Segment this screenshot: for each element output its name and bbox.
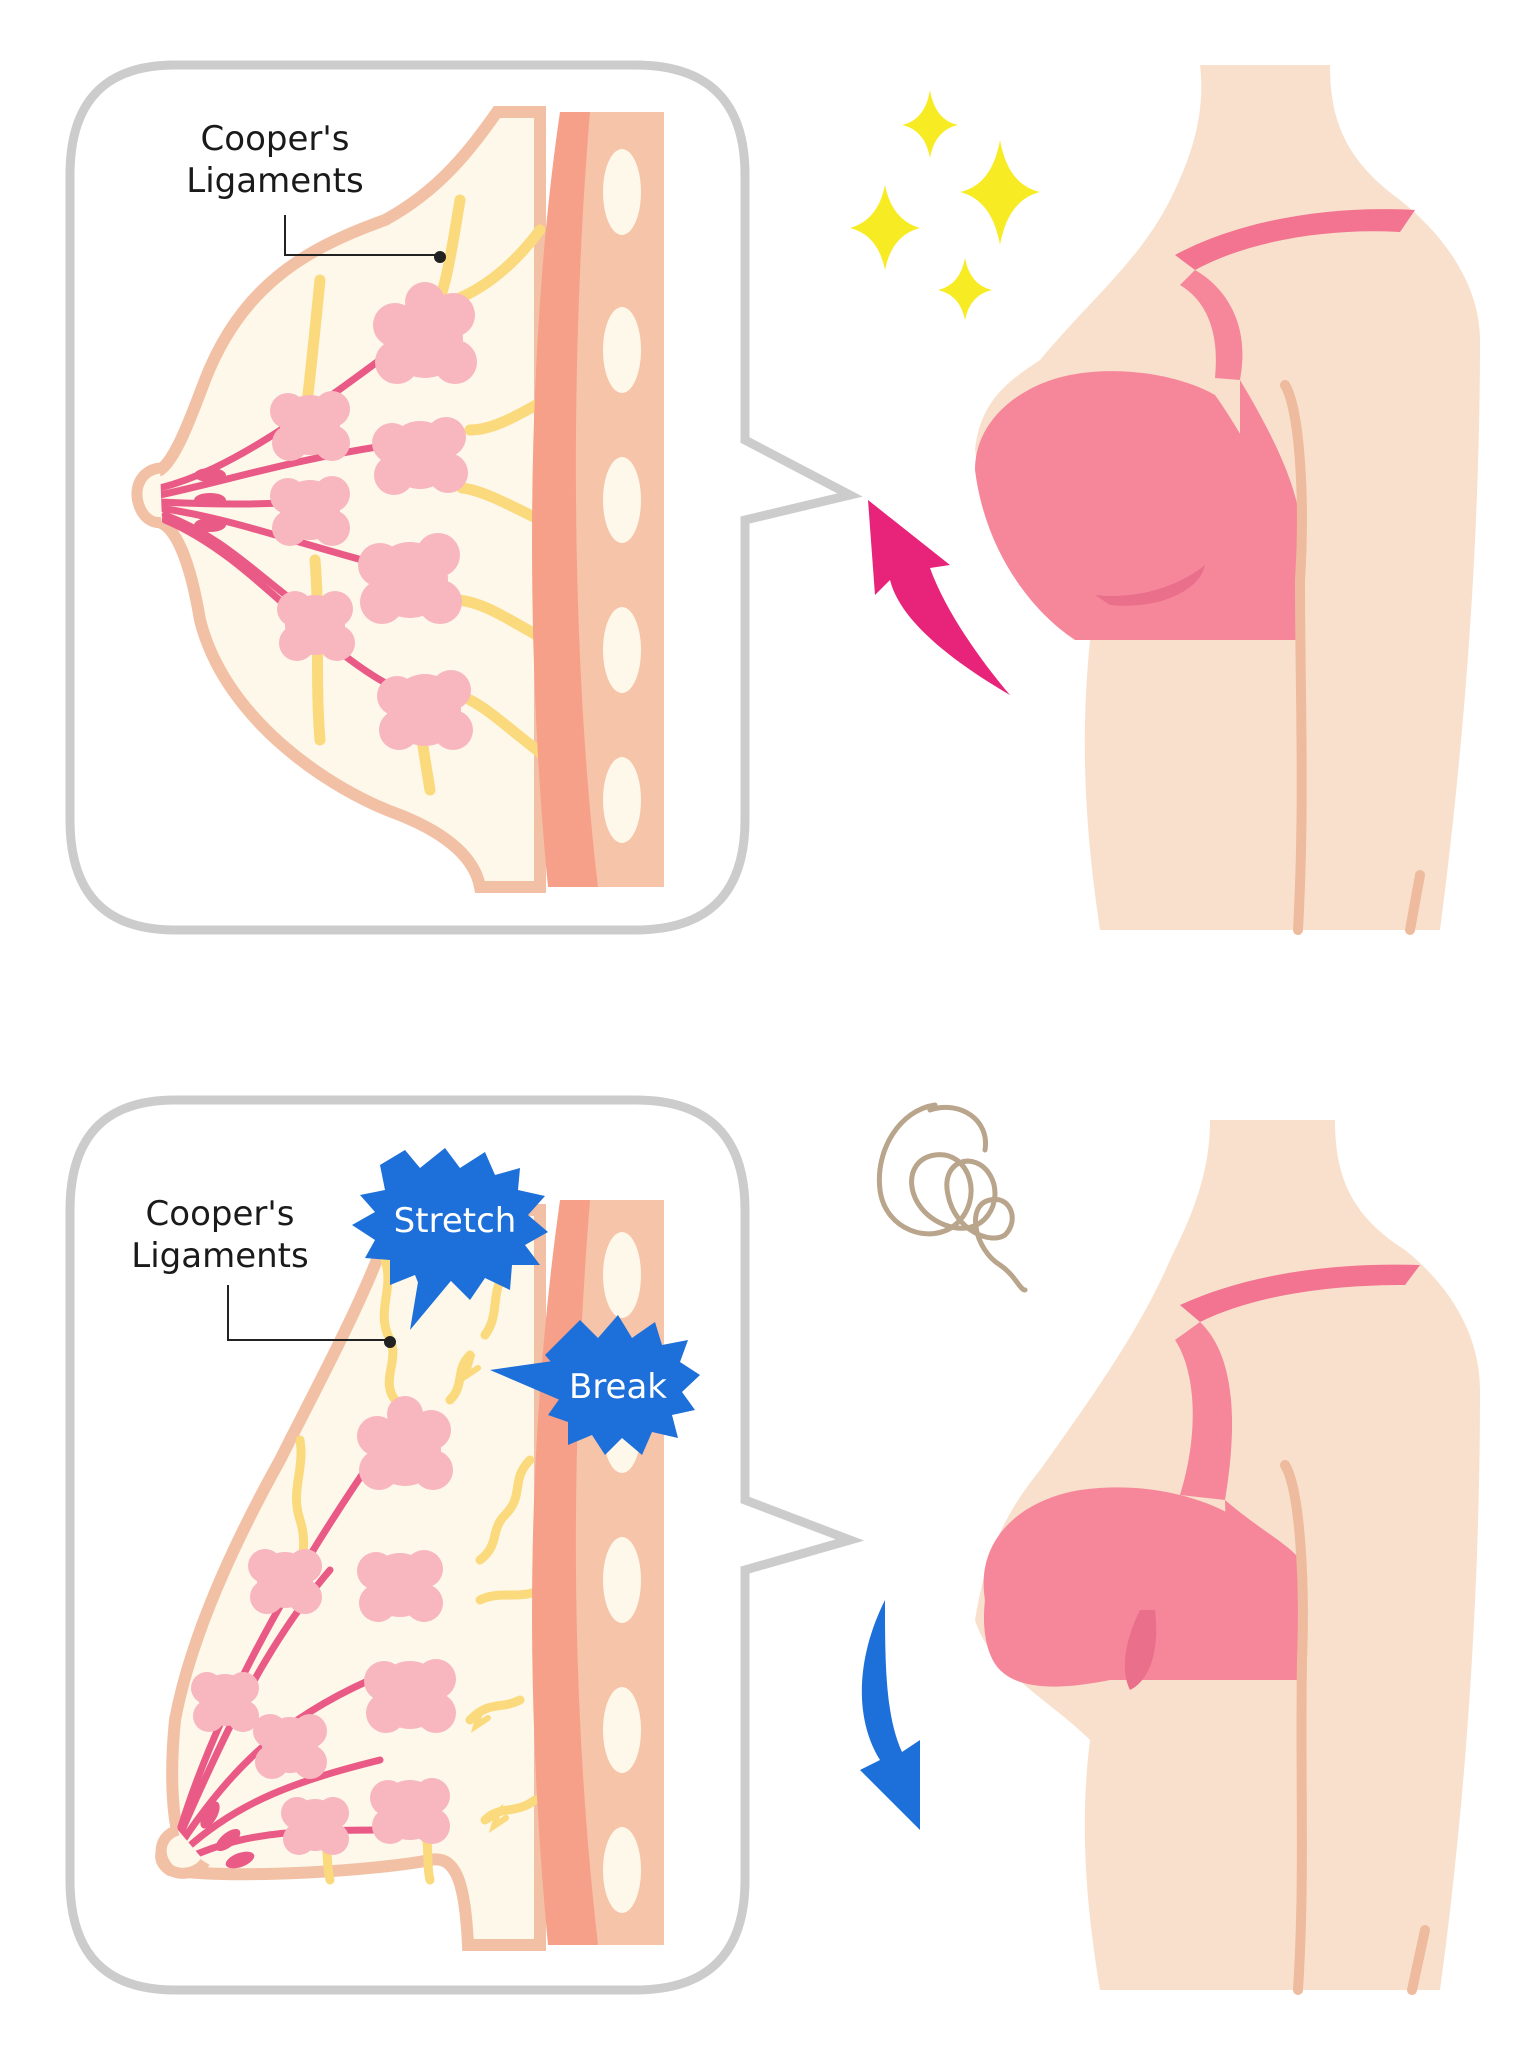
up-arrow-icon (868, 500, 1010, 695)
top-bra-fold (1095, 565, 1205, 606)
bottom-lobule (191, 1672, 259, 1732)
top-lobule (358, 533, 462, 624)
top-label-leader-line (284, 215, 440, 256)
top-figure (975, 65, 1480, 935)
bottom-nipple (155, 1824, 210, 1879)
top-bra-cup (975, 371, 1300, 640)
bottom-label-leader-line (227, 1285, 388, 1341)
top-lobule (373, 282, 477, 384)
bottom-label-line1: Cooper's (146, 1194, 295, 1234)
sparkle-icon (960, 140, 1040, 245)
bottom-lobule (357, 1550, 443, 1622)
bottom-label-leader-dot (384, 1336, 396, 1348)
top-label-line1: Cooper's (201, 119, 350, 159)
top-arm-contour (1280, 380, 1307, 935)
bottom-ribs (603, 1232, 641, 1913)
bottom-broken-ligaments (457, 1353, 509, 1834)
top-label-leader-dot (434, 251, 446, 263)
top-label-line2: Ligaments (186, 161, 363, 201)
top-bra-band (1240, 380, 1300, 640)
bottom-back-contour (1407, 1925, 1430, 1995)
bottom-speech-bubble: Cooper's Ligaments Stretch Break (65, 1095, 865, 1995)
top-lobule (270, 476, 350, 546)
top-ribs (603, 149, 641, 843)
top-bra-band-upper (1180, 270, 1243, 380)
bottom-lobule (364, 1659, 456, 1733)
sparkle-icon (938, 258, 992, 320)
scribble-icon (876, 1102, 1028, 1293)
top-lobules (270, 282, 477, 750)
sparkle-icon (850, 185, 920, 270)
top-lobule (277, 591, 355, 661)
bottom-bra-band (1225, 1500, 1300, 1680)
bottom-figure (975, 1120, 1480, 1995)
top-back-contour (1405, 870, 1425, 935)
bottom-bra-fold (1124, 1610, 1157, 1690)
stretch-label: Stretch (394, 1201, 517, 1241)
sparkle-icon (902, 90, 958, 158)
bottom-lobule (370, 1778, 450, 1844)
break-label: Break (569, 1367, 667, 1407)
bottom-label-line2: Ligaments (131, 1236, 308, 1276)
bottom-bra-strap (1180, 1264, 1420, 1322)
bottom-lobules (191, 1396, 456, 1855)
top-lobule (377, 670, 473, 750)
break-burst: Break (490, 1315, 700, 1455)
bottom-lobule (253, 1714, 327, 1779)
bottom-lobule (248, 1549, 322, 1614)
top-speech-bubble: Cooper's Ligaments (65, 60, 863, 935)
bottom-lobule (281, 1797, 349, 1855)
bottom-bra-upper (1175, 1322, 1233, 1500)
down-arrow-icon (860, 1600, 920, 1830)
top-nipple (131, 462, 164, 528)
top-pectoral-muscle (532, 112, 598, 887)
top-lobule (270, 391, 350, 461)
bottom-lobule (357, 1396, 453, 1490)
top-duct-sinuses (194, 468, 226, 532)
top-bra-strap (1175, 209, 1415, 270)
sparkles (850, 90, 1040, 320)
bottom-duct-sinuses (200, 1801, 255, 1869)
bottom-arm-contour (1280, 1460, 1308, 1995)
bottom-bra-cup (983, 1487, 1300, 1687)
top-lobule (372, 417, 468, 495)
stretch-burst: Stretch (352, 1148, 548, 1330)
